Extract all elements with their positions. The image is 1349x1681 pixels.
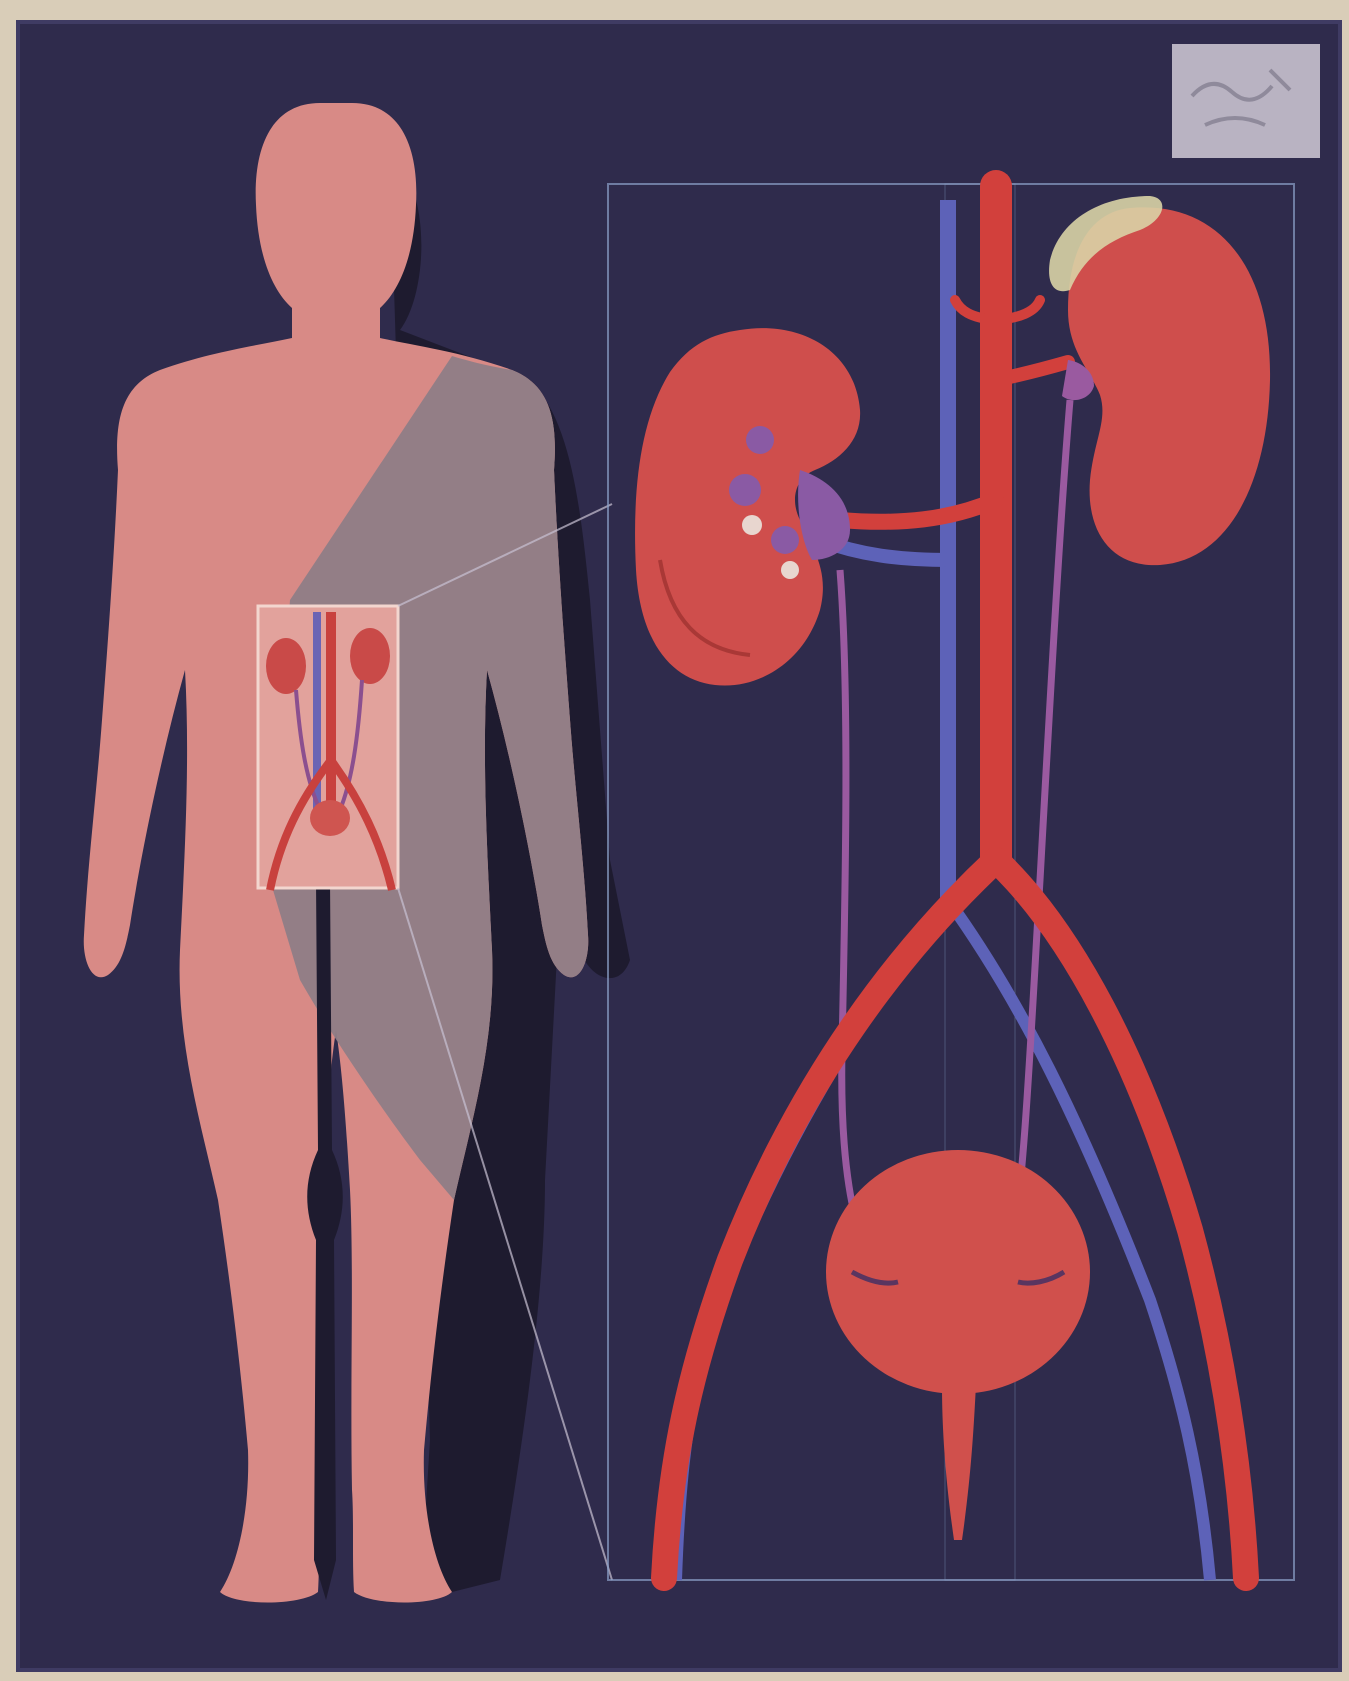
mini-kidney-left [266,638,306,694]
bladder-body [826,1150,1090,1394]
mini-bladder [310,800,350,836]
calyx-4 [742,515,762,535]
corner-thumbnail [1172,44,1320,158]
calyx-5 [781,561,799,579]
calyx-3 [771,526,799,554]
calyx-1 [746,426,774,454]
mini-aorta [326,612,336,826]
calyx-2 [729,474,761,506]
mini-kidney-right [350,628,390,684]
